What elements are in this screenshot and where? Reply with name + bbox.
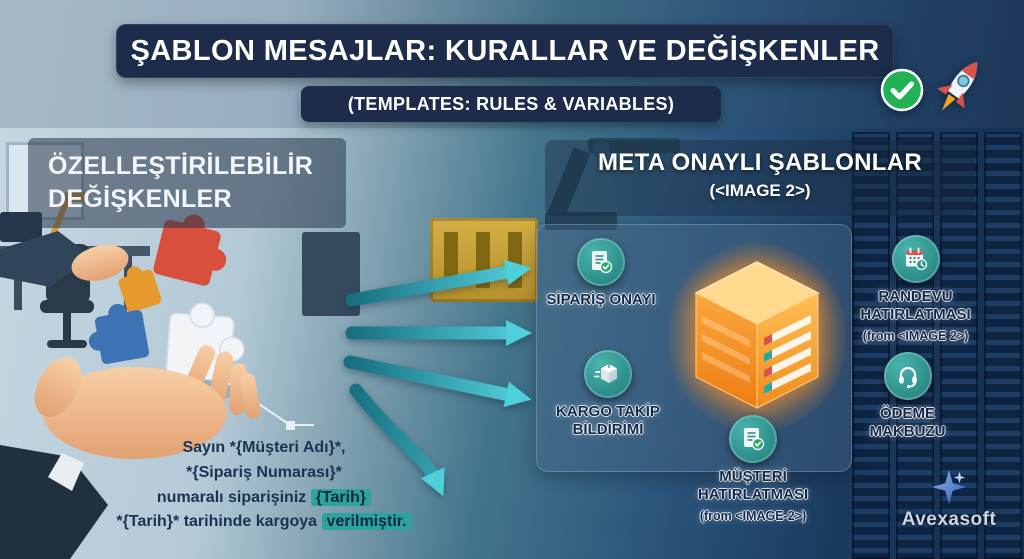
message-line: numaralı siparişiniz {Tarih} [78,486,450,511]
left-section-heading: ÖZELLEŞTİRİLEBİLİR DEĞİŞKENLER [28,138,346,228]
template-item-label: KARGO TAKİP BİLDİRİMİ [556,403,660,438]
message-line: Sayın *{Müşteri Adı}*, [182,439,346,456]
template-item-label: ÖDEME MAKBUZU [869,405,946,440]
sparkle-star-icon [931,469,967,505]
brand-logo: Avexasoft [880,468,1018,531]
template-cube-icon [694,261,820,409]
headset-icon [883,352,932,400]
robot-arm-joint [592,140,610,158]
robot-arm [588,138,680,153]
right-heading-text: META ONAYLI ŞABLONLAR [597,149,923,176]
variable-highlight: {Tarih} [310,488,372,506]
document-check-icon [577,238,625,286]
machine-slot [444,232,458,288]
page-subtitle: (TEMPLATES: RULES & VARIABLES) [301,86,721,122]
puzzle-piece-orange [118,266,162,313]
template-item-label: RANDEVU HATIRLATMASI [860,288,971,323]
server-rack [984,132,1022,559]
message-line: *{Tarih}* tarihinde kargoya verilmiştir. [78,510,450,535]
template-item-shipping-notification: KARGO TAKİP BİLDİRİMİ [543,350,673,438]
server-rack [852,132,890,559]
template-item-payment-receipt: ÖDEME MAKBUZU [845,352,970,440]
variable-highlight: verilmiştir. [321,513,412,531]
template-item-label: MÜŞTERİ HATIRLATMASI [697,468,809,503]
template-message-example: Sayın *{Müşteri Adı}*, *{Sipariş Numaras… [78,436,450,535]
office-chair-seat [40,300,94,313]
package-icon [584,350,632,398]
office-desk-leg [14,256,22,310]
template-item-order-confirmation: SİPARİŞ ONAYI [541,238,661,309]
calendar-clock-icon [891,235,940,283]
template-item-customer-reminder: MÜŞTERİ HATIRLATMASI (from <IMAGE-2>) [668,415,838,523]
hand-puzzle-illustration [0,214,314,559]
open-hand [34,344,261,459]
document-check-icon [729,415,777,463]
flow-arrows [343,259,532,497]
server-rack [896,132,934,559]
office-chair-base [47,340,87,348]
page-title: ŞABLON MESAJLAR: KURALLAR VE DEĞİŞKENLER [116,24,894,78]
template-item-appointment-reminder: RANDEVU HATIRLATMASI (from <IMAGE 2>) [838,235,993,343]
right-section-heading: META ONAYLI ŞABLONLAR (<IMAGE 2>) [545,140,975,216]
template-item-note: (from <IMAGE-2>) [699,509,807,524]
brand-name: Avexasoft [901,509,997,530]
right-subheading-text: (<IMAGE 2>) [709,181,811,200]
check-circle-icon [880,68,924,112]
puzzle-piece-blue [88,303,150,365]
message-line: *{Sipariş Numarası}* [186,463,342,481]
robot-arm-base [545,212,617,230]
office-chair-pole [63,313,71,341]
template-item-label: SİPARİŞ ONAYI [546,291,656,308]
rocket-icon [937,62,978,111]
template-item-note: (from <IMAGE 2>) [862,329,969,344]
